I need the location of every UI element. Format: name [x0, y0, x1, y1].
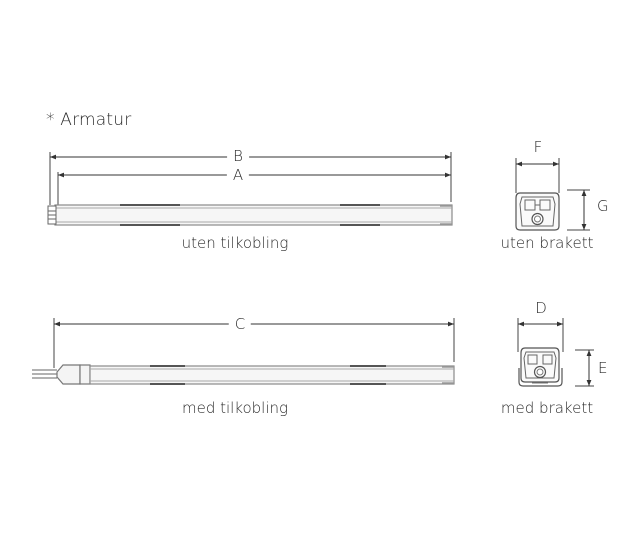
caption-profile-with-bracket: med brakett: [500, 399, 594, 417]
caption-profile-without-bracket: uten brakett: [500, 234, 594, 252]
fixture-with-connection: [32, 318, 455, 385]
dimension-label-e: E: [598, 359, 608, 377]
dimension-label-c: C: [228, 317, 252, 332]
fixture-without-connection: [47, 152, 453, 226]
drawing-title: * Armatur: [46, 110, 132, 130]
dimension-label-a: A: [226, 168, 250, 183]
caption-without-connection: uten tilkobling: [181, 234, 289, 252]
caption-with-connection: med tilkobling: [181, 399, 289, 417]
profile-without-bracket: [515, 158, 590, 231]
dimension-label-b: B: [227, 149, 249, 164]
dimension-label-f: F: [533, 138, 543, 156]
profile-with-bracket: [517, 318, 594, 387]
dimension-label-d: D: [535, 299, 547, 317]
dimension-label-g: G: [597, 197, 609, 215]
